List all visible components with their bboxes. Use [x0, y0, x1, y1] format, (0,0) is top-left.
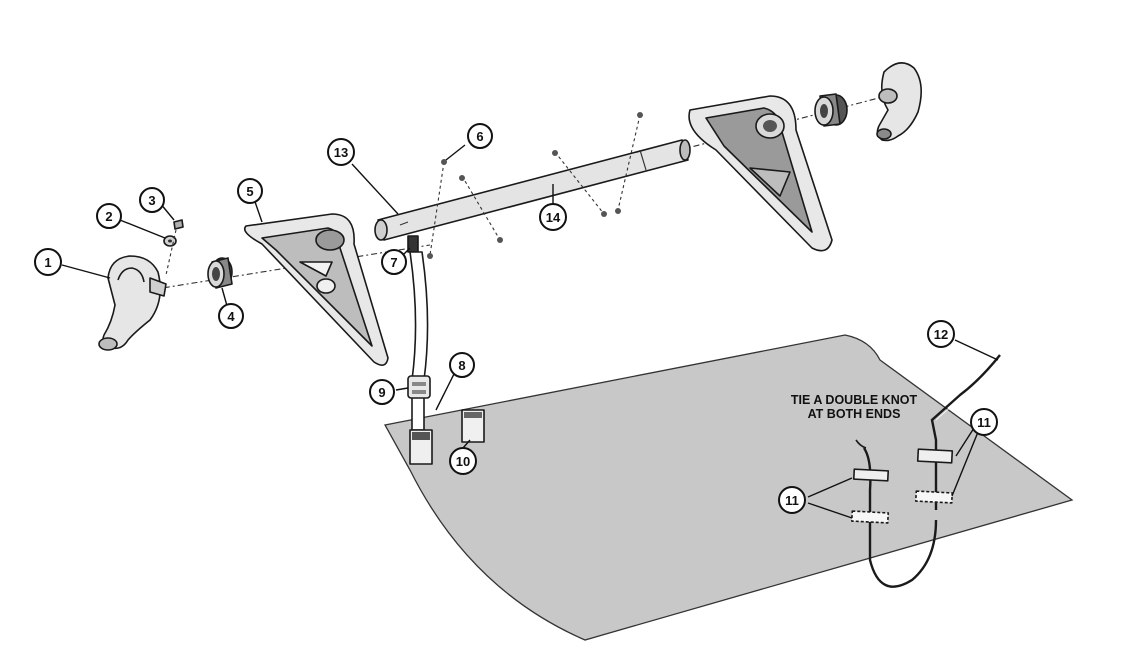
- callout-12: 12: [927, 320, 955, 348]
- crank-handle-part: [98, 255, 167, 351]
- callout-10: 10: [449, 447, 477, 475]
- callout-6-label: 6: [476, 129, 483, 144]
- callout-7: 7: [381, 249, 407, 275]
- callout-1: 1: [34, 248, 62, 276]
- callout-4: 4: [218, 303, 244, 329]
- cover-panel: [383, 334, 1074, 641]
- callout-2: 2: [96, 203, 122, 229]
- strap-clip-part: [407, 235, 419, 253]
- callout-9-label: 9: [378, 385, 385, 400]
- callout-3-label: 3: [148, 193, 155, 208]
- callout-5: 5: [237, 178, 263, 204]
- cord-tabs-part: [850, 448, 954, 524]
- callout-7-label: 7: [390, 255, 397, 270]
- callout-14-label: 14: [546, 210, 561, 225]
- bushing-part-right: [814, 93, 848, 127]
- callout-9: 9: [369, 379, 395, 405]
- callout-11-right-label: 11: [977, 415, 991, 430]
- callout-11-left-label: 11: [785, 493, 799, 508]
- cord-part: [855, 354, 1003, 588]
- callout-1-label: 1: [44, 255, 51, 270]
- callout-10-label: 10: [456, 454, 470, 469]
- screw-part: [165, 219, 184, 276]
- note-line-1: TIE A DOUBLE KNOT: [791, 393, 918, 407]
- callout-6: 6: [467, 123, 493, 149]
- callout-2-label: 2: [105, 209, 112, 224]
- knot-instruction-note: TIE A DOUBLE KNOT AT BOTH ENDS: [791, 393, 918, 421]
- callout-11-right: 11: [970, 408, 998, 436]
- leader-lines: [61, 144, 999, 519]
- clip-part: [461, 409, 485, 443]
- callout-11-left: 11: [778, 486, 806, 514]
- right-bracket-part: [688, 95, 833, 252]
- callout-13-label: 13: [334, 145, 348, 160]
- bushing-part-left: [207, 257, 233, 289]
- tube-screws-part: [427, 112, 643, 259]
- callout-14: 14: [539, 203, 567, 231]
- callout-12-label: 12: [934, 327, 948, 342]
- callout-13: 13: [327, 138, 355, 166]
- strap-part: [409, 251, 429, 431]
- callout-4-label: 4: [227, 309, 235, 324]
- callout-5-label: 5: [246, 184, 253, 199]
- crank-handle-part-right: [876, 62, 922, 142]
- callout-8: 8: [449, 352, 475, 378]
- buckle-part: [407, 375, 431, 399]
- roller-tube-part: [374, 139, 691, 241]
- strap-end-plate: [409, 429, 433, 465]
- note-line-2: AT BOTH ENDS: [808, 407, 901, 421]
- callout-8-label: 8: [458, 358, 465, 373]
- callout-3: 3: [139, 187, 165, 213]
- left-bracket-part: [243, 213, 389, 366]
